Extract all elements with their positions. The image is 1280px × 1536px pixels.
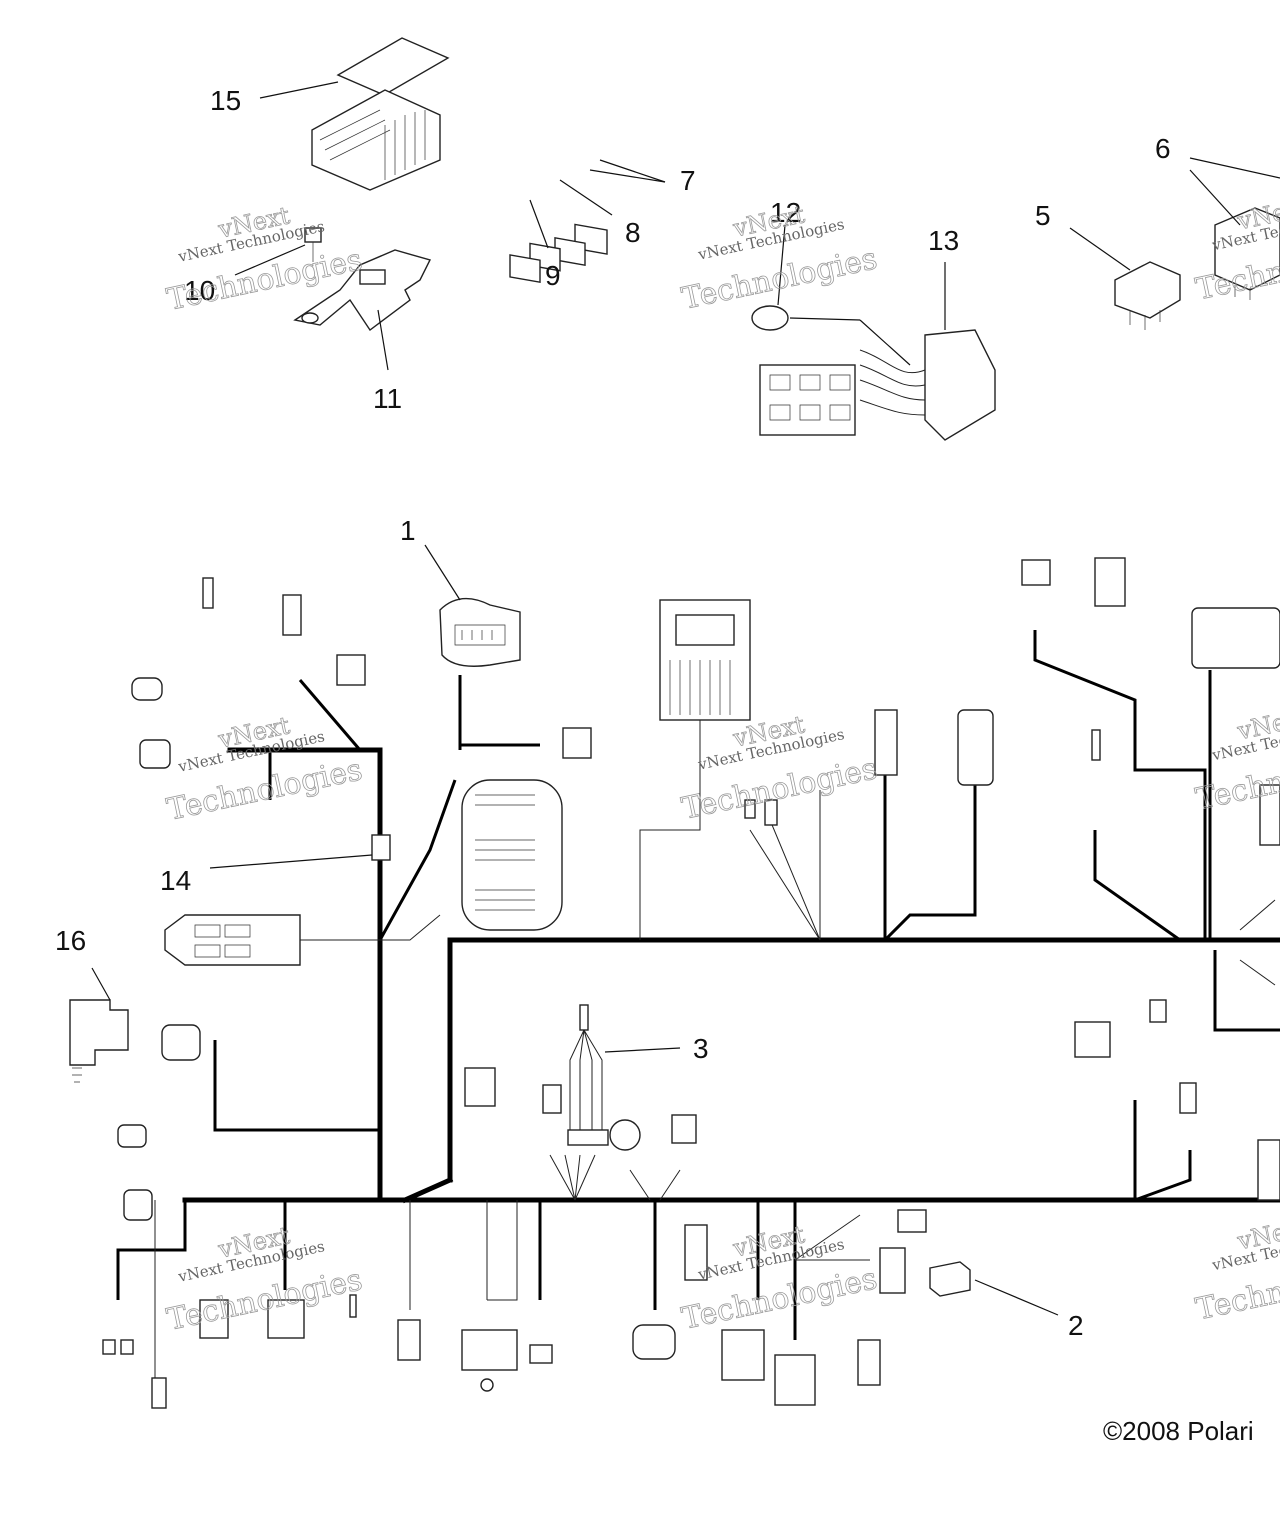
- part-10-bolt: [304, 227, 322, 262]
- connectors-lower: [349, 1067, 927, 1406]
- part-9-fuse: [509, 254, 541, 284]
- callout-16: 16: [55, 925, 86, 956]
- connectors-left: [102, 577, 592, 1409]
- watermark-mid-right: vNext Technologies vNext Technologies: [1192, 703, 1280, 818]
- connector-1: [439, 597, 521, 667]
- callout-14: 14: [160, 865, 191, 896]
- part-15-fuse-box: [311, 37, 450, 191]
- callout-1: 1: [400, 515, 416, 546]
- callout-11: 11: [373, 383, 402, 414]
- connectors-right: [744, 557, 1280, 1201]
- connector-3: [567, 1004, 609, 1146]
- callout-5: 5: [1035, 200, 1051, 231]
- callout-12: 13: [928, 225, 959, 256]
- callout-2: 2: [1068, 1310, 1084, 1341]
- part-13-clip: [751, 305, 789, 331]
- fuse-block-left: [164, 914, 301, 966]
- callout-6: 6: [1155, 133, 1171, 164]
- part-11-bracket: [293, 249, 432, 332]
- callout-13: 12: [770, 197, 801, 228]
- connector-block-center: [659, 599, 751, 721]
- part-6-relay: [1214, 207, 1280, 300]
- callout-7: 7: [680, 165, 696, 196]
- callout-9: 9: [545, 260, 561, 291]
- part-14-clip: [371, 834, 391, 861]
- main-harness: [116, 630, 1280, 1380]
- callout-8: 8: [625, 217, 641, 248]
- callout-10: 10: [184, 275, 215, 306]
- watermark-top-center: vNext Technologies vNext Technologies: [678, 200, 880, 317]
- part-16-sensor: [69, 999, 129, 1083]
- connector-group-box: [461, 779, 563, 931]
- watermark-top-right: vNext Technologies vNext Technologies: [1192, 193, 1280, 308]
- callout-15: 15: [210, 85, 241, 116]
- watermark-bottom-right: vNext Technologies vNext Technologies: [1192, 1213, 1280, 1328]
- part-5-relay: [1114, 261, 1181, 330]
- part-12-module: [759, 329, 996, 441]
- callout-3: 3: [693, 1033, 709, 1064]
- connector-2: [929, 1261, 971, 1297]
- copyright-text: ©2008 Polari: [1103, 1416, 1254, 1446]
- part-7-fuse: [554, 223, 608, 266]
